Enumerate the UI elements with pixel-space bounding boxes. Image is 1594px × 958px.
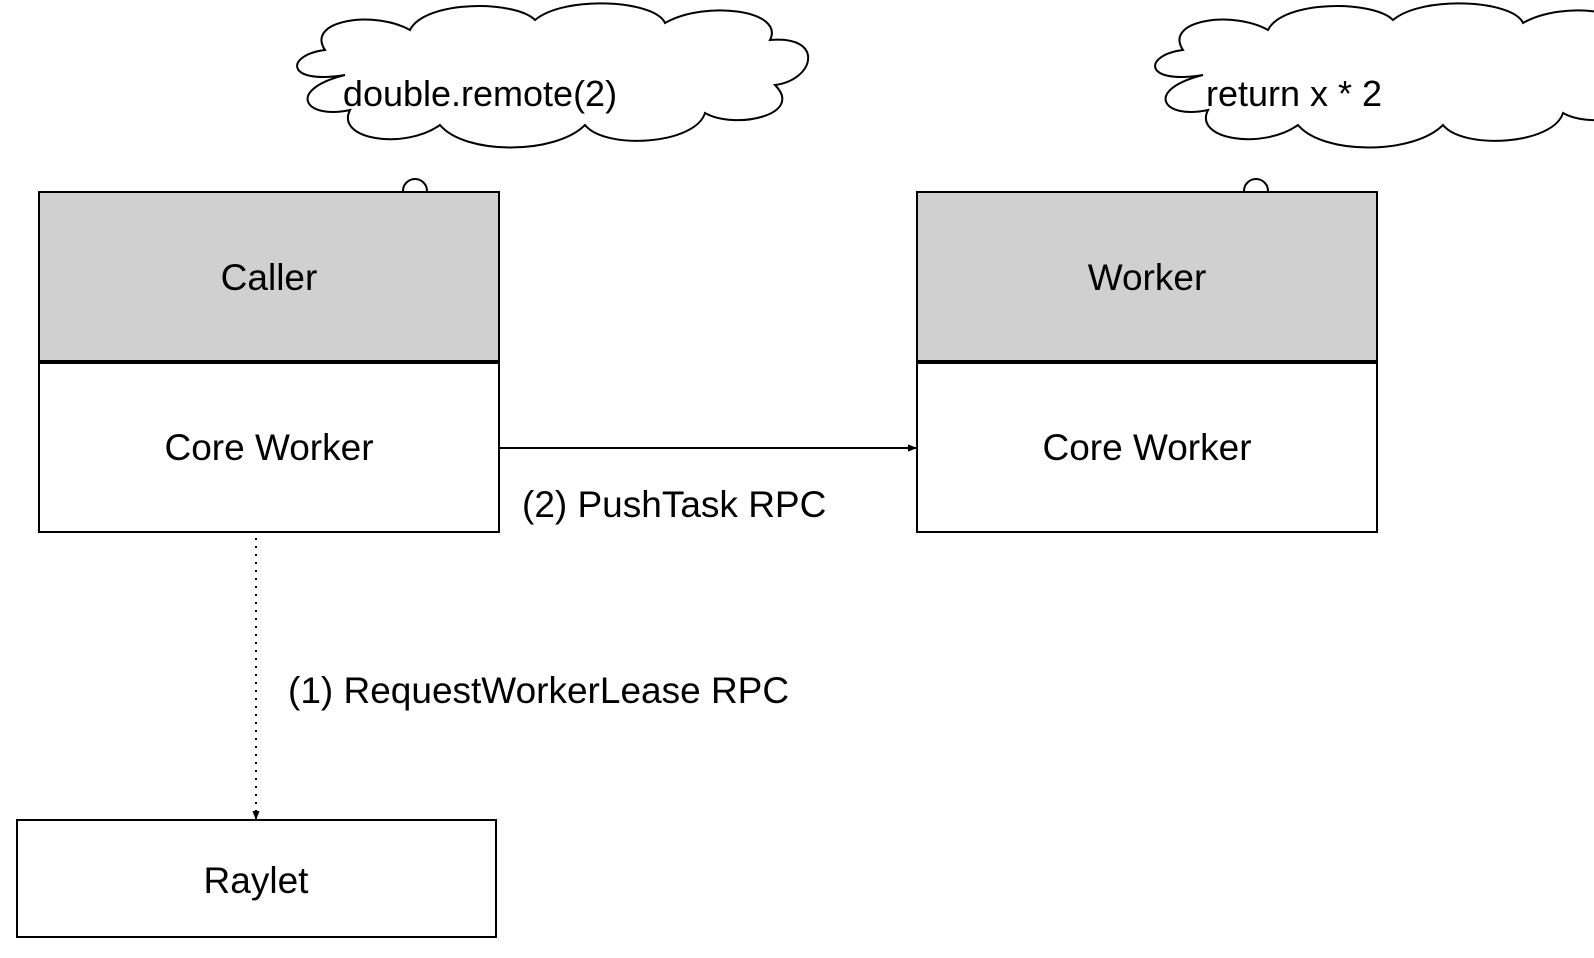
raylet-label: Raylet [204, 860, 310, 901]
push-task-edge: (2) PushTask RPC [499, 444, 917, 525]
worker-core-worker-label: Core Worker [1042, 427, 1251, 468]
raylet-box [16, 819, 497, 938]
caller-core-worker-label: Core Worker [164, 427, 373, 468]
worker-title: Worker [1088, 257, 1207, 298]
worker-node: Worker Core Worker [916, 191, 1378, 533]
raylet-node: Raylet [16, 819, 497, 938]
caller-core-worker [38, 361, 500, 533]
push-task-label: (2) PushTask RPC [522, 484, 826, 525]
caller-node: Caller Core Worker [38, 191, 500, 533]
request-lease-edge: (1) RequestWorkerLease RPC [252, 538, 789, 820]
worker-core-worker [916, 361, 1378, 533]
caller-header [38, 191, 500, 363]
caller-title: Caller [221, 257, 318, 298]
caller-thought-text: double.remote(2) [343, 73, 617, 114]
worker-thought-text: return x * 2 [1206, 73, 1382, 114]
request-lease-label: (1) RequestWorkerLease RPC [288, 670, 789, 711]
